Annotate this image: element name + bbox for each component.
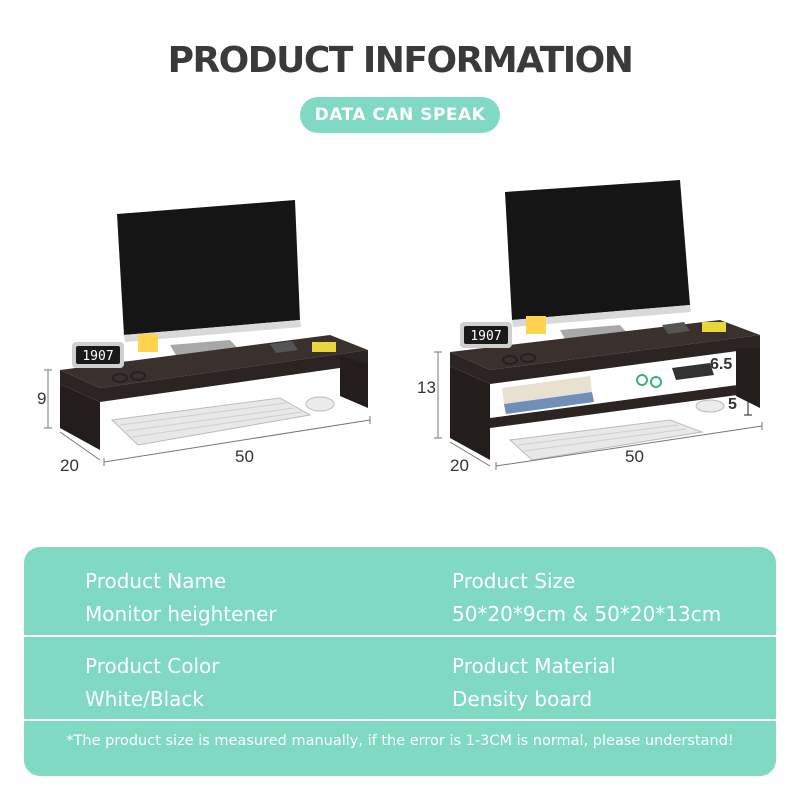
phone [662, 322, 690, 334]
page-title: PRODUCT INFORMATION [167, 40, 634, 81]
dimension-lines [434, 351, 763, 470]
phone [270, 341, 298, 353]
sticky-note [526, 316, 546, 334]
glasses [112, 371, 146, 383]
sticky-note [138, 334, 158, 352]
pencil-case [672, 363, 714, 380]
keyboard-keys [119, 402, 303, 438]
gap-markers [744, 347, 752, 416]
stand-top [450, 320, 760, 370]
dimension-lines [44, 369, 371, 466]
info-row-color-material: Product Color White/Black Product Materi… [24, 642, 776, 722]
single-tier-stand-drawing: 1907 [44, 200, 371, 466]
single-tier-stand-illustration: 1907 9 20 50 [20, 170, 380, 490]
product-info-card: Product Name Monitor heightener Product … [24, 547, 776, 776]
stand-left-leg [450, 366, 490, 460]
stand-top-front-edge [100, 350, 368, 402]
mouse [695, 399, 725, 413]
upper-gap-label: 6.5 [710, 356, 733, 373]
note-pad [702, 322, 726, 332]
product-size-value: 50*20*9cm & 50*20*13cm [452, 602, 722, 626]
product-size-cell: Product Size 50*20*9cm & 50*20*13cm [452, 565, 721, 631]
product-color-cell: Product Color White/Black [85, 650, 220, 716]
monitor-chin [512, 305, 691, 327]
product-color-value: White/Black [85, 687, 205, 711]
product-name-label: Product Name [85, 569, 227, 593]
stand-top-front-edge [490, 335, 760, 384]
height-label: 13 [417, 378, 436, 397]
size-disclaimer-note: *The product size is measured manually, … [66, 733, 734, 749]
stand-top-left-edge [60, 370, 100, 402]
two-tier-stand-drawing: 1907 [434, 180, 763, 470]
lower-gap-label: 5 [728, 396, 737, 413]
stand-middle-shelf [490, 382, 760, 428]
product-material-value: Density board [452, 687, 593, 711]
row-divider [24, 635, 776, 637]
mouse [305, 396, 335, 412]
tagline-badge: DATA CAN SPEAK [300, 97, 500, 133]
note-pad [312, 342, 336, 352]
depth-label: 20 [60, 456, 79, 475]
product-color-label: Product Color [85, 654, 220, 678]
width-label: 50 [625, 447, 644, 466]
depth-label: 20 [450, 456, 469, 475]
two-tier-stand-illustration: 1907 13 20 50 6.5 5 [410, 170, 780, 490]
monitor-chin [124, 320, 301, 342]
clock-display: 1907 [82, 349, 113, 364]
monitor-screen [117, 200, 300, 335]
clock-display: 1907 [470, 329, 501, 344]
stand-left-leg [60, 384, 100, 450]
product-size-label: Product Size [452, 569, 576, 593]
row-divider [24, 719, 776, 721]
info-row-name-size: Product Name Monitor heightener Product … [24, 557, 776, 637]
height-label: 9 [37, 389, 47, 408]
product-material-label: Product Material [452, 654, 616, 678]
product-material-cell: Product Material Density board [452, 650, 616, 716]
product-name-value: Monitor heightener [85, 602, 277, 626]
scissors [636, 374, 648, 386]
keyboard-keys [517, 424, 687, 452]
stand-right-leg [340, 356, 368, 408]
glasses [502, 353, 536, 365]
width-label: 50 [235, 447, 254, 466]
monitor-screen [505, 180, 690, 320]
books [502, 376, 592, 404]
keyboard [110, 397, 312, 446]
product-name-cell: Product Name Monitor heightener [85, 565, 277, 631]
